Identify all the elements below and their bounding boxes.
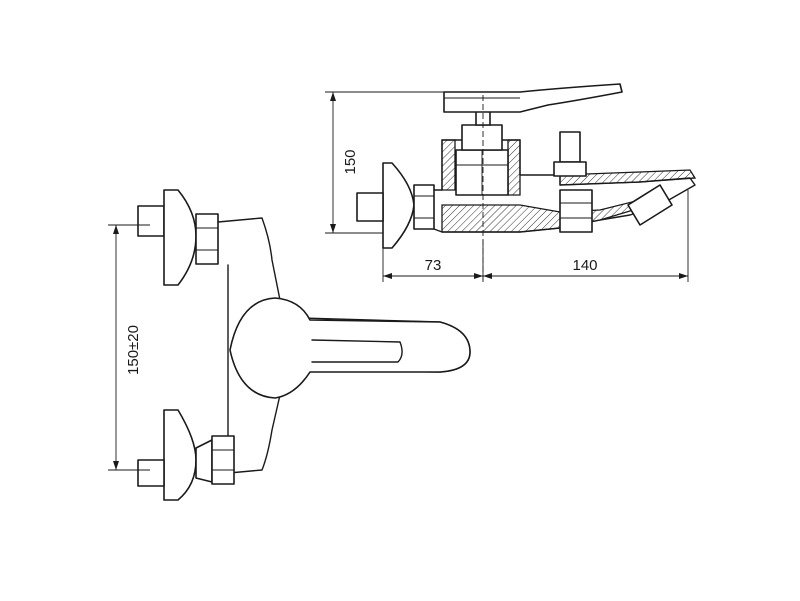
dimension-label-150: 150 <box>342 149 359 174</box>
lever-recess <box>311 339 403 363</box>
hex-nut-side <box>413 184 435 230</box>
diverter-body <box>559 189 593 233</box>
spout-wall-hatch <box>559 169 697 186</box>
dimension-horizontal-side: 73 140 <box>382 190 689 282</box>
dimension-label-73: 73 <box>425 257 442 274</box>
lever-handle-front <box>229 297 471 399</box>
dimension-label-140: 140 <box>572 257 597 274</box>
diverter-knob <box>559 131 581 163</box>
lower-rosette-front <box>163 409 197 501</box>
lower-connector <box>195 439 213 483</box>
upper-eccentric-pipe <box>137 205 165 237</box>
side-section-view <box>356 83 697 280</box>
cartridge-cap <box>461 124 503 151</box>
dimension-label-150-20: 150±20 <box>125 325 142 375</box>
dimension-height-side: 150 <box>325 91 444 234</box>
lever-handle-side <box>443 83 623 113</box>
wall-pipe-side <box>356 192 384 222</box>
body-wall-hatch-bottom <box>441 199 641 233</box>
diverter-collar <box>553 161 587 177</box>
dimension-height-front: 150±20 <box>108 224 150 471</box>
wall-rosette-side <box>382 162 415 249</box>
upper-rosette-front <box>163 189 197 286</box>
body-wall-hatch-top <box>441 139 456 191</box>
upper-hex-nut <box>195 213 219 265</box>
aerator-side <box>627 184 673 226</box>
lower-hex-nut <box>211 435 235 485</box>
body-wall-hatch-right <box>507 139 521 196</box>
front-view <box>137 189 471 501</box>
lower-eccentric-pipe <box>137 459 165 487</box>
